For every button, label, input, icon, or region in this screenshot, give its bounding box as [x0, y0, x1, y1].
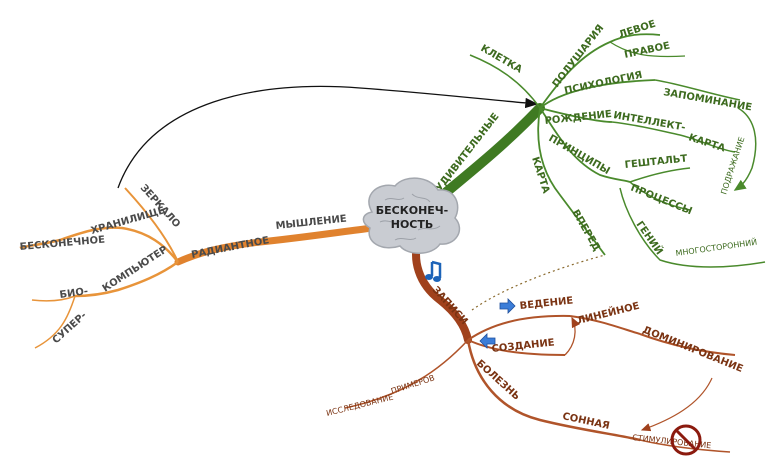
branch-line — [19, 226, 179, 263]
branch-line — [467, 339, 566, 356]
main-branch-line — [412, 231, 472, 344]
connector-arrow — [117, 85, 539, 189]
branch-line — [654, 79, 741, 101]
branch-line — [344, 339, 469, 409]
node-forward: ВПЕРЕД — [569, 208, 602, 253]
node-intellect: ИНТЕЛЛЕКТ- — [612, 110, 686, 134]
node-left: ЛЕВОЕ — [618, 19, 658, 41]
branch-line — [639, 333, 736, 356]
center-title-line2: НОСТЬ — [391, 218, 434, 231]
node-genius: ГЕНИЙ — [634, 218, 667, 257]
branch-line — [629, 167, 691, 183]
branch-line — [74, 260, 179, 298]
node-linear: ЛИНЕЙНОЕ — [576, 299, 641, 327]
node-records: ЗАПИСИ — [430, 285, 470, 328]
node-principles: ПРИНЦИПЫ — [547, 133, 612, 177]
node-versatile: МНОГОСТОРОННИЙ — [675, 236, 758, 258]
node-right: ПРАВОЕ — [623, 40, 671, 60]
branch-line — [640, 377, 713, 432]
arrow-right-icon — [499, 298, 516, 314]
node-bio: БИО- — [59, 286, 89, 301]
node-super: СУПЕР- — [51, 310, 89, 346]
node-computer: КОМПЬЮТЕР — [101, 244, 170, 294]
branch-records: ЗАПИСИ ВЕДЕНИЕ ЛИНЕЙНОЕ ДОМИНИРОВАНИЕ СО… — [325, 231, 745, 453]
node-map-1: КАРТА — [687, 132, 727, 154]
branch-line — [539, 33, 661, 109]
branch-line — [629, 181, 691, 211]
node-radiant: РАДИАНТНОЕ — [190, 235, 270, 261]
node-leading: ВЕДЕНИЕ — [519, 295, 574, 312]
branch-line — [539, 79, 656, 109]
branch-line — [34, 295, 76, 349]
branch-line — [467, 314, 571, 341]
node-gestalt: ГЕШТАЛЬТ — [624, 153, 688, 171]
branch-line — [564, 316, 581, 356]
node-dominance: ДОМИНИРОВАНИЕ — [641, 325, 745, 375]
node-storage: ХРАНИЛИЩЕ — [90, 205, 167, 237]
node-disease: БОЛЕЗНЬ — [474, 358, 522, 403]
branch-line — [611, 121, 736, 153]
prohibition-icon — [670, 424, 702, 456]
branch-line — [539, 107, 631, 183]
branch-line — [619, 187, 766, 268]
branch-line — [639, 439, 731, 453]
node-memorization: ЗАПОМИНАНИЕ — [662, 87, 752, 113]
branch-line — [609, 41, 686, 58]
node-infinite: БЕСКОНЕЧНОЕ — [19, 235, 105, 253]
node-research: ИССЛЕДОВАНИЕ — [325, 393, 394, 418]
center-title-line1: БЕСКОНЕЧ- — [376, 204, 449, 217]
branch-radiant-thinking: РАДИАНТНОЕ МЫШЛЕНИЕ ЗЕРКАЛО ХРАНИЛИЩЕ БЕ… — [19, 183, 376, 349]
brain-icon — [362, 177, 461, 254]
branch-line — [466, 339, 641, 442]
branch-line — [539, 107, 613, 123]
branch-line — [469, 54, 541, 109]
node-psychology: ПСИХОЛОГИЯ — [563, 70, 643, 97]
branch-amazing: УДИВИТЕЛЬНЫЕ КЛЕТКА ПОЛУШАРИЯ ЛЕВОЕ ПРАВ… — [420, 19, 766, 268]
branch-line — [733, 107, 757, 191]
center-node: БЕСКОНЕЧ- НОСТЬ — [362, 177, 461, 254]
branch-line — [537, 107, 606, 256]
branch-line — [124, 187, 179, 263]
music-note-icon — [425, 260, 442, 282]
node-processes: ПРОЦЕССЫ — [629, 183, 694, 218]
branch-line — [471, 254, 606, 311]
branch-line — [31, 295, 76, 302]
arrow-left-icon — [479, 333, 496, 349]
node-examples: ПРИМЕРОВ — [390, 373, 436, 396]
main-branch-line — [174, 224, 376, 266]
